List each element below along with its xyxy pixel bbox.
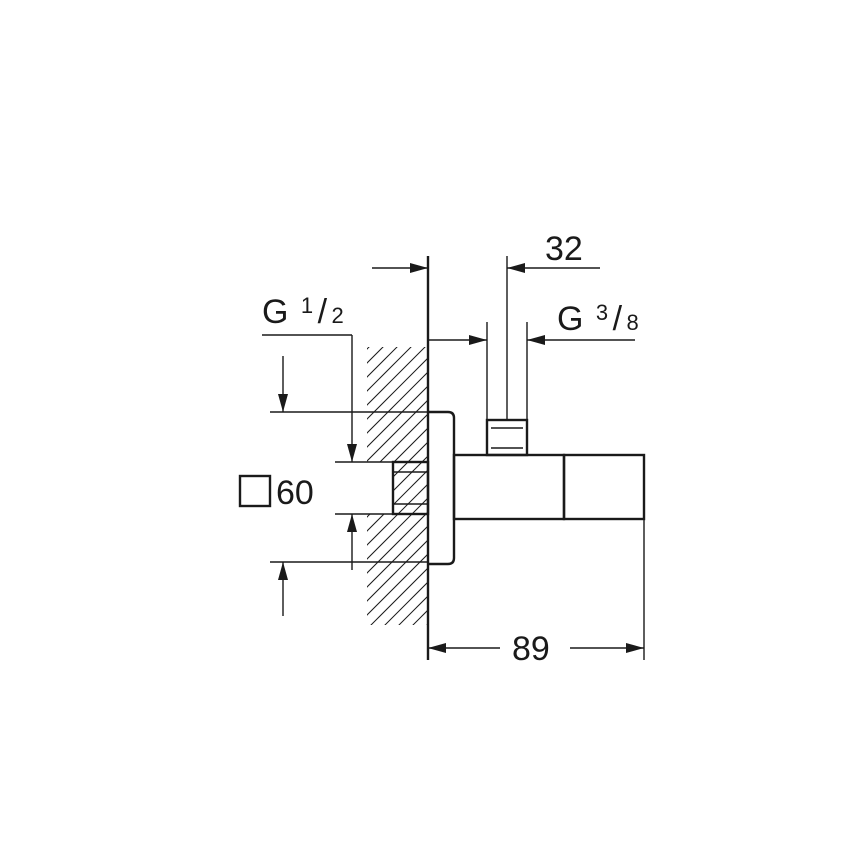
wall-hatching [367, 347, 428, 625]
inlet-thread-label: G 1 / 2 [262, 293, 344, 331]
dim-89-label: 89 [512, 630, 550, 668]
square-icon [238, 474, 272, 508]
dim-inlet-thread: G 1 / 2 [262, 293, 367, 570]
dim-32: 32 [372, 230, 600, 273]
dim-60: 60 [238, 356, 428, 616]
dim-60-label: 60 [276, 474, 314, 512]
inlet-connector [367, 460, 430, 516]
valve-body [452, 453, 646, 521]
dim-outlet-thread: G 3 / 8 [428, 300, 639, 345]
dim-89: 89 [428, 519, 645, 668]
rosette-plate [428, 410, 456, 566]
outlet-connector [485, 418, 529, 457]
dim-32-label: 32 [545, 230, 583, 268]
outlet-thread-label: G 3 / 8 [557, 300, 639, 338]
